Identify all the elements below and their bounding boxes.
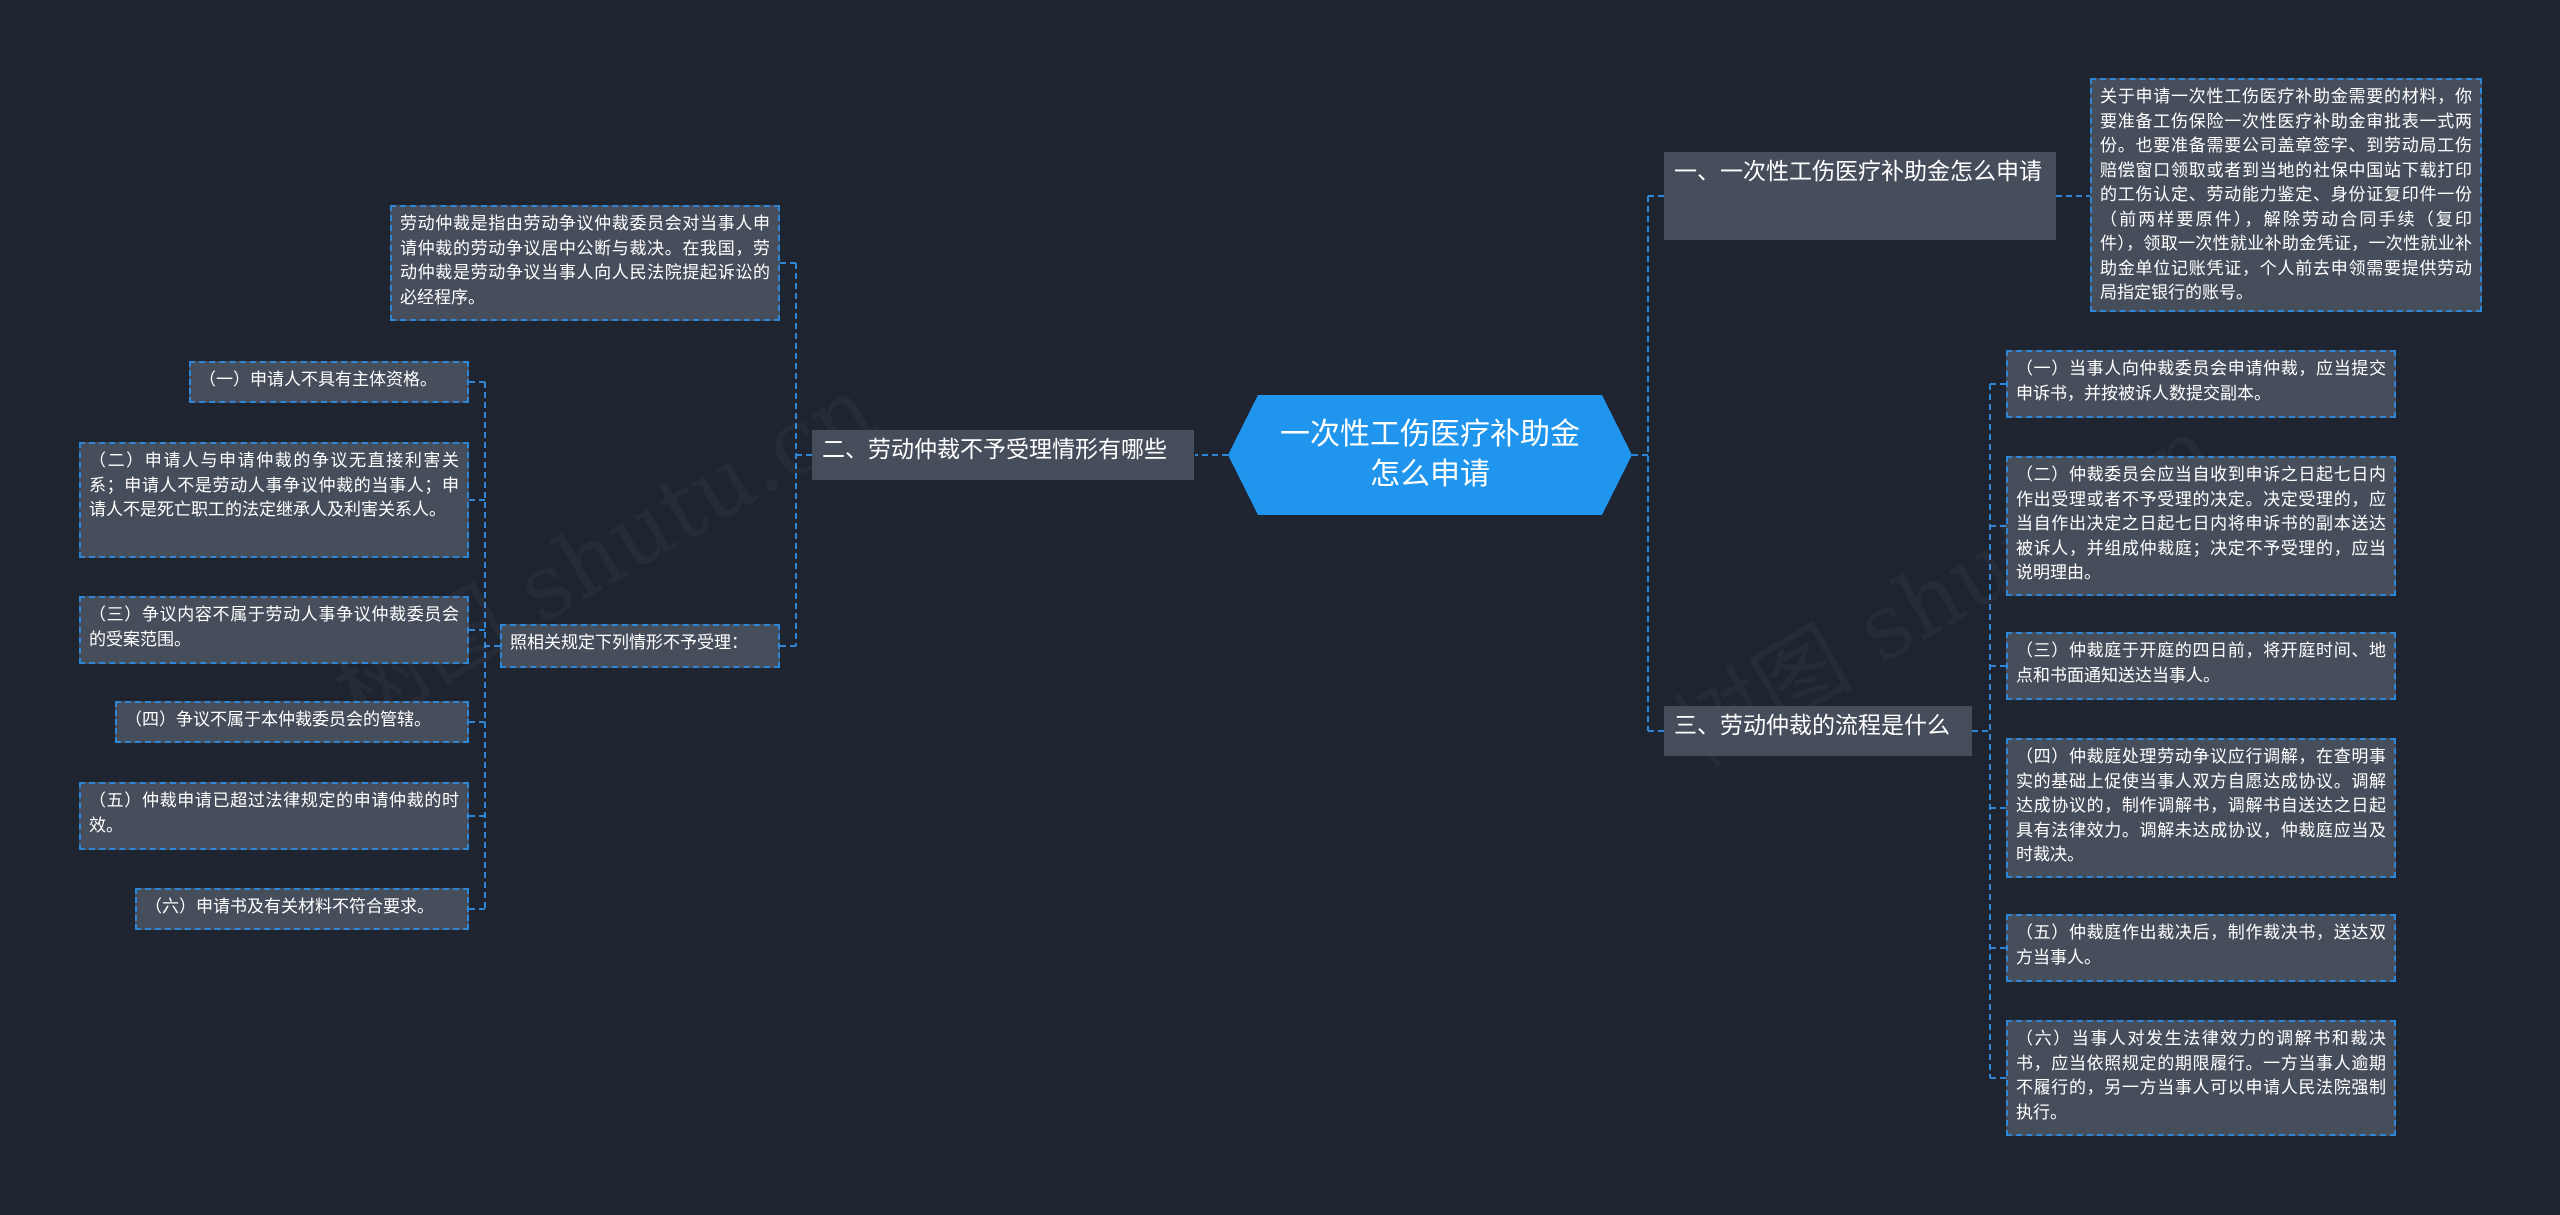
branch-3-item-2: （二）仲裁委员会应当自收到申诉之日起七日内作出受理或者不予受理的决定。决定受理的…	[2006, 456, 2396, 596]
branch-2-intro: 劳动仲裁是指由劳动争议仲裁委员会对当事人申请仲裁的劳动争议居中公断与裁决。在我国…	[390, 205, 780, 321]
branch-2-item-5: （五）仲裁申请已超过法律规定的申请仲裁的时效。	[79, 782, 469, 850]
branch-2-item-1: （一）申请人不具有主体资格。	[189, 361, 469, 403]
branch-3-title[interactable]: 三、劳动仲裁的流程是什么	[1664, 706, 1972, 756]
branch-1-title[interactable]: 一、一次性工伤医疗补助金怎么申请	[1664, 152, 2056, 240]
branch-3-item-3: （三）仲裁庭于开庭的四日前，将开庭时间、地点和书面通知送达当事人。	[2006, 632, 2396, 700]
branch-3-item-6: （六）当事人对发生法律效力的调解书和裁决书，应当依照规定的期限履行。一方当事人逾…	[2006, 1020, 2396, 1136]
branch-3-item-4: （四）仲裁庭处理劳动争议应行调解，在查明事实的基础上促使当事人双方自愿达成协议。…	[2006, 738, 2396, 878]
branch-2-title[interactable]: 二、劳动仲裁不予受理情形有哪些	[812, 430, 1194, 480]
branch-2-item-2: （二）申请人与申请仲裁的争议无直接利害关系；申请人不是劳动人事争议仲裁的当事人；…	[79, 442, 469, 558]
branch-2-item-3: （三）争议内容不属于劳动人事争议仲裁委员会的受案范围。	[79, 596, 469, 664]
branch-3-item-5: （五）仲裁庭作出裁决后，制作裁决书，送达双方当事人。	[2006, 914, 2396, 982]
branch-2-item-6: （六）申请书及有关材料不符合要求。	[135, 888, 469, 930]
central-topic[interactable]: 一次性工伤医疗补助金怎么申请	[1228, 395, 1632, 515]
branch-3-item-1: （一）当事人向仲裁委员会申请仲裁，应当提交申诉书，并按被诉人数提交副本。	[2006, 350, 2396, 418]
branch-1-detail: 关于申请一次性工伤医疗补助金需要的材料，你要准备工伤保险一次性医疗补助金审批表一…	[2090, 78, 2482, 312]
branch-2-item-4: （四）争议不属于本仲裁委员会的管辖。	[115, 701, 469, 743]
branch-2-rule: 照相关规定下列情形不予受理：	[500, 624, 780, 668]
